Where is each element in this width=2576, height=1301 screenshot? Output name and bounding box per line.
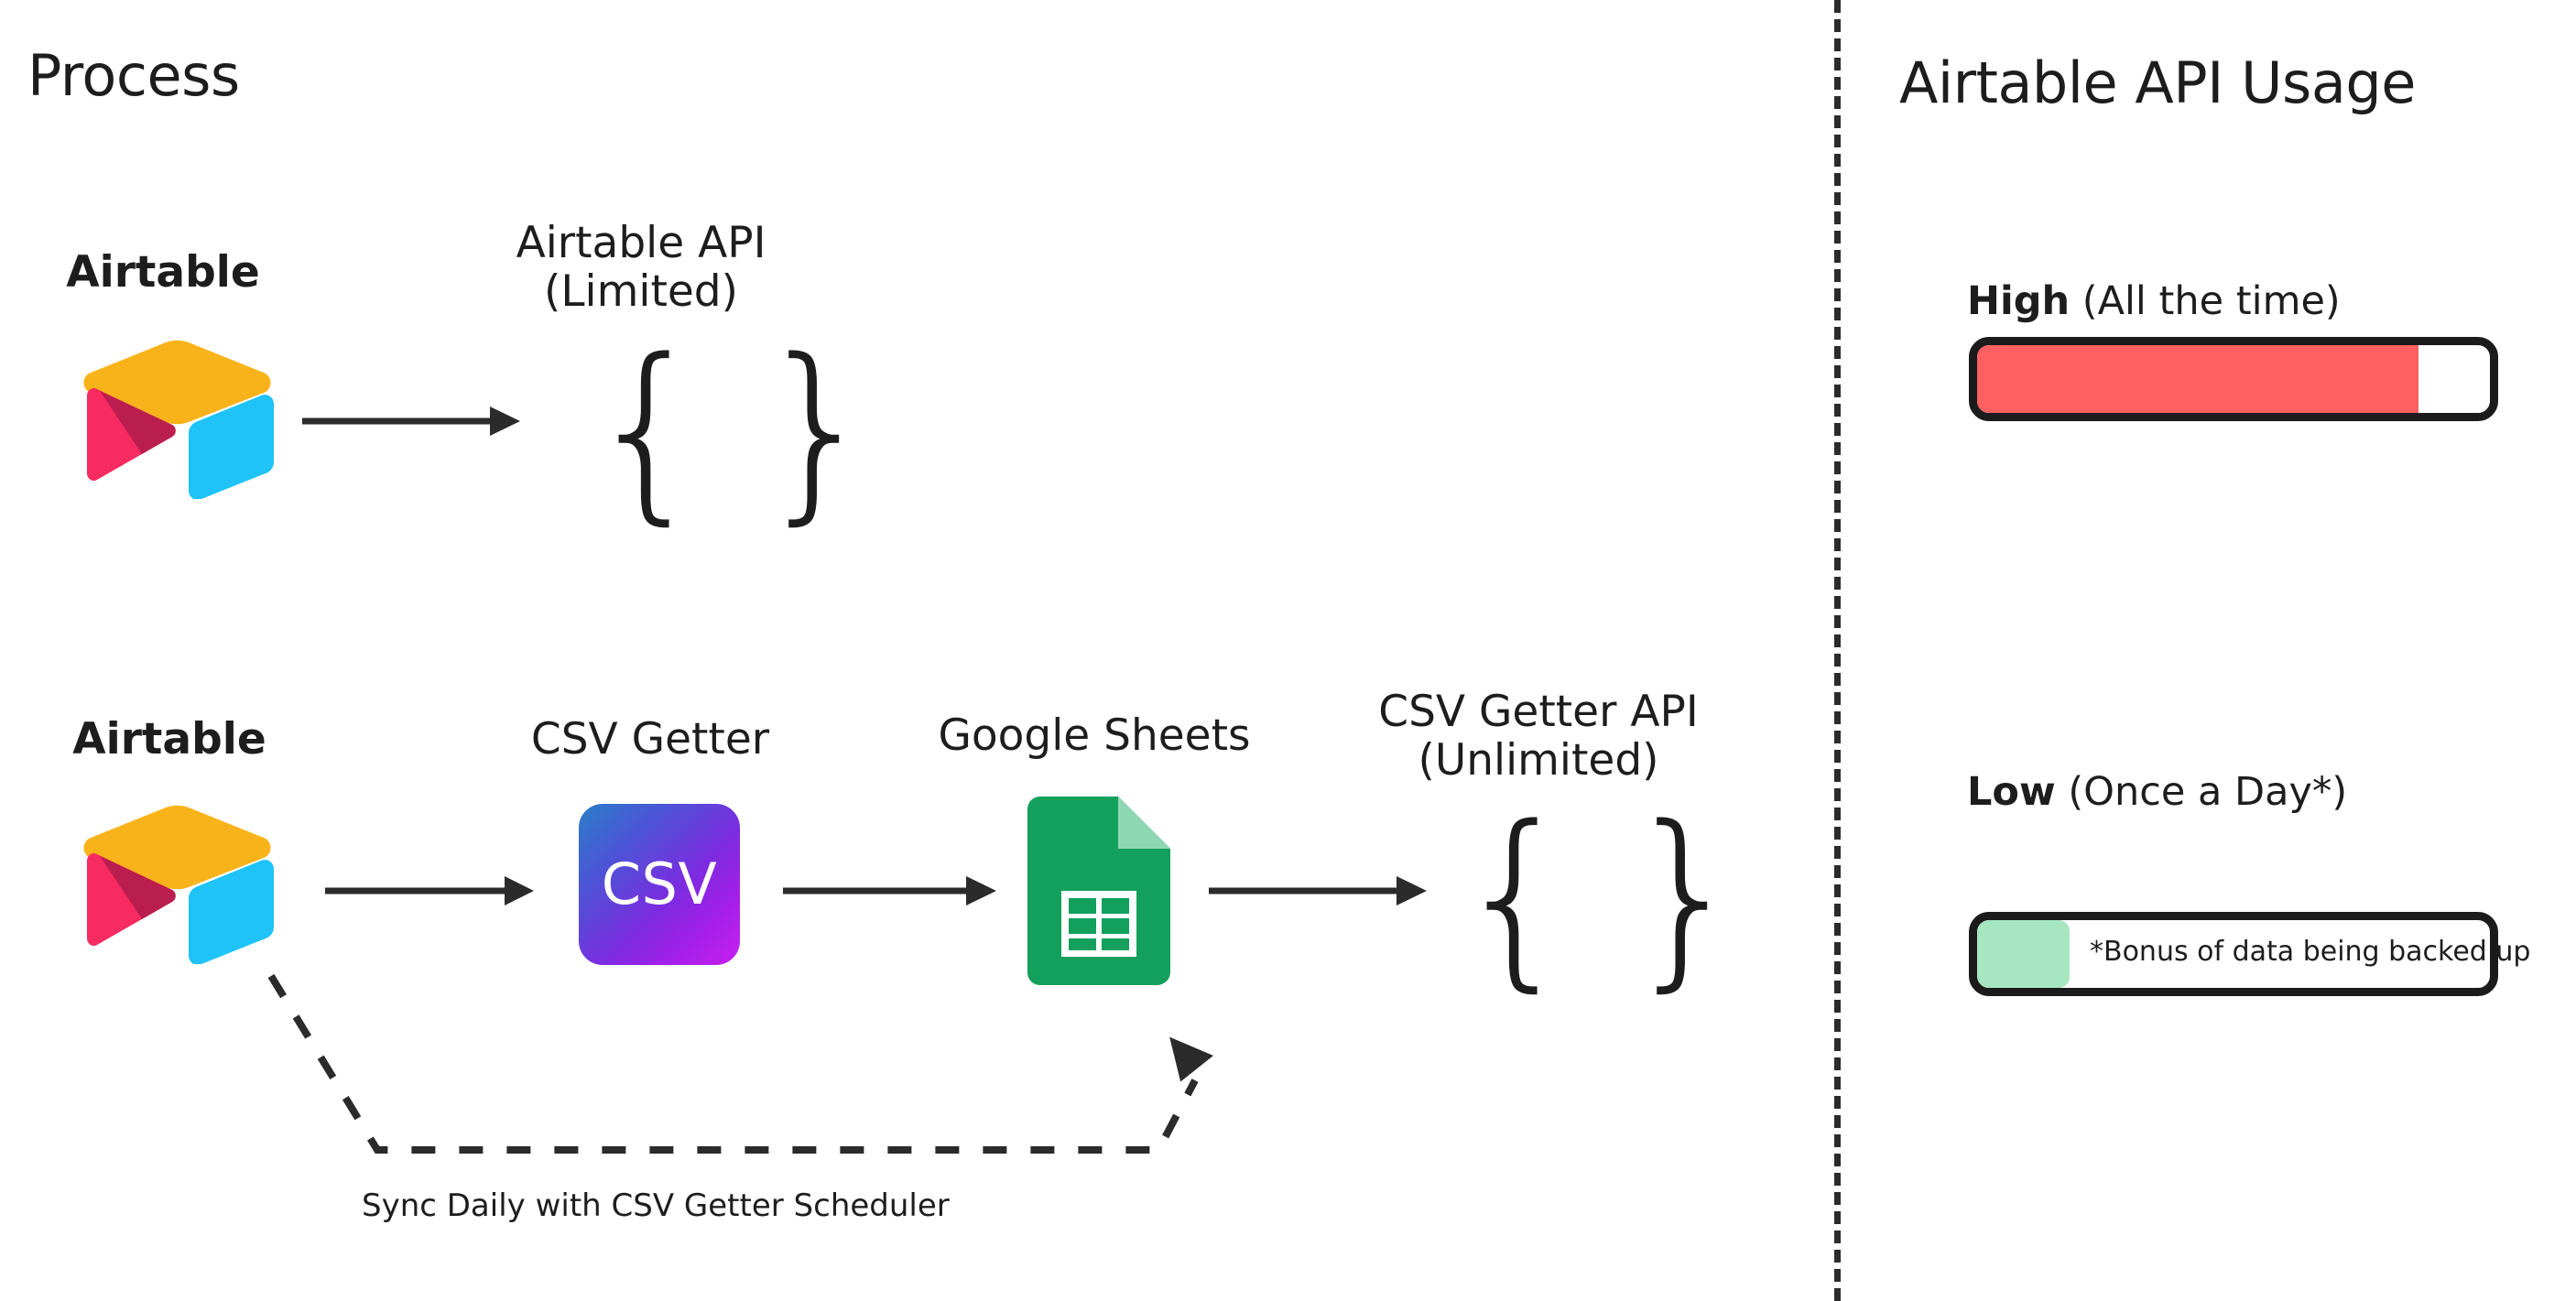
- arrow-airtable-to-csv: [325, 873, 536, 913]
- airtable-api-label: Airtable API (Limited): [490, 218, 792, 317]
- airtable-logo-icon-2: [78, 804, 279, 968]
- brace-open-icon: {: [586, 318, 756, 542]
- usage-meter-low-level: Low: [1967, 769, 2056, 815]
- usage-meter-high-level: High: [1967, 278, 2071, 324]
- usage-meter-low-qualifier: (Once a Day*): [2055, 769, 2348, 815]
- sync-connector: [238, 970, 1213, 1185]
- airtable-api-label-line1: Airtable API: [516, 218, 766, 268]
- csv-getter-label: CSV Getter: [530, 714, 770, 764]
- usage-meter-low-track: [1969, 912, 2498, 996]
- sync-connector-label: Sync Daily with CSV Getter Scheduler: [362, 1187, 950, 1224]
- csv-getter-api-label-line1: CSV Getter API: [1378, 687, 1699, 737]
- brace-close-icon: }: [755, 318, 927, 542]
- csv-getter-api-braces-icon: {}: [1454, 801, 1794, 993]
- usage-footnote: *Bonus of data being backed up: [2090, 936, 2531, 968]
- csv-getter-tile-icon: CSV: [579, 804, 740, 965]
- airtable-api-braces-icon: {}: [586, 334, 926, 526]
- airtable-source-2-label: Airtable: [72, 714, 266, 764]
- usage-meter-high-fill: [1977, 345, 2418, 413]
- google-sheets-label: Google Sheets: [938, 710, 1251, 761]
- arrow-csv-to-sheets: [783, 873, 998, 913]
- csv-tile-text: CSV: [601, 851, 718, 917]
- vertical-dashed-divider: [1834, 0, 1841, 1301]
- csv-getter-api-label-line2: (Unlimited): [1418, 734, 1659, 786]
- csv-getter-api-label: CSV Getter API (Unlimited): [1355, 688, 1722, 785]
- brace-close-icon-2: }: [1624, 785, 1795, 1009]
- usage-meter-high-track: [1969, 337, 2498, 421]
- usage-meter-high-qualifier: (All the time): [2070, 278, 2341, 324]
- brace-open-icon-2: {: [1454, 785, 1625, 1009]
- airtable-api-label-line2: (Limited): [544, 266, 738, 317]
- page-title-process: Process: [27, 42, 240, 109]
- arrow-airtable-to-api: [302, 403, 522, 443]
- usage-meter-low-fill: [1977, 920, 2070, 988]
- google-sheets-icon: [1027, 797, 1170, 989]
- airtable-logo-icon: [78, 339, 279, 503]
- usage-meter-high-caption: High (All the time): [1967, 278, 2341, 324]
- arrow-sheets-to-api: [1209, 873, 1429, 913]
- usage-meter-low-caption: Low (Once a Day*): [1967, 769, 2347, 815]
- airtable-source-label: Airtable: [66, 247, 260, 298]
- page-title-usage: Airtable API Usage: [1899, 49, 2416, 116]
